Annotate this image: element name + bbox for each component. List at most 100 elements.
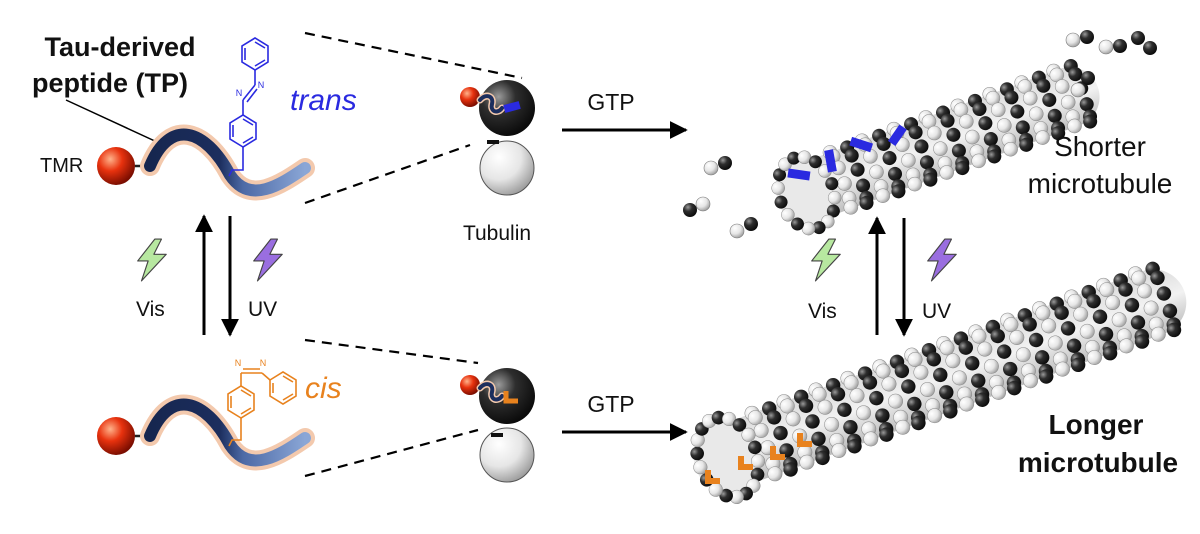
beta-tubulin-bead [965, 129, 980, 145]
beta-tubulin-bead [1137, 283, 1153, 299]
alpha-tubulin-bead [943, 404, 958, 419]
alpha-tubulin-bead [996, 344, 1012, 359]
beta-tubulin-bead [1073, 306, 1089, 322]
tp-title-line1: Tau-derived [44, 32, 195, 62]
alpha-tubulin-bead [888, 166, 903, 181]
beta-tubulin-bead [977, 341, 993, 357]
beta-tubulin-bead [1023, 373, 1038, 389]
alpha-tubulin-bead [719, 488, 733, 503]
alpha-tubulin-bead [907, 396, 922, 412]
lightning-bolt-icon [927, 238, 957, 282]
tmr-label: TMR [40, 155, 83, 177]
beta-tubulin-bead [1029, 106, 1044, 122]
beta-tubulin-bead [1118, 338, 1134, 354]
longer-microtubule [690, 261, 1187, 505]
bound-peptide [478, 94, 504, 114]
alpha-tubulin-bead [1092, 309, 1108, 324]
alpha-tubulin-bead [1070, 357, 1086, 373]
alpha-tubulin-bead [843, 419, 858, 435]
beta-tubulin-bead [881, 376, 897, 392]
beta-tubulin-bead [863, 431, 879, 447]
shorter-line2: microtubule [1028, 168, 1173, 199]
tmr-fluorophore [460, 375, 480, 395]
alpha-tubulin-bead [1007, 380, 1022, 396]
trans-marker [787, 168, 811, 181]
beta-tubulin-bead [927, 408, 943, 424]
azo-n1: N [235, 358, 242, 368]
beta-tubulin-bead [797, 150, 812, 164]
alpha-tubulin-bead [847, 439, 862, 454]
cis-marker [797, 433, 812, 447]
gtp-top: GTP [562, 89, 688, 139]
beta-tubulin-bead [827, 190, 842, 205]
beta-tubulin-bead [781, 207, 795, 222]
beta-tubulin-bead [1009, 330, 1025, 345]
beta-tubulin [479, 140, 535, 196]
trans-label: trans [290, 84, 357, 117]
beta-tubulin-bead [837, 176, 852, 191]
beta-tubulin-bead [1067, 118, 1082, 134]
alpha-tubulin-bead [914, 139, 929, 154]
alpha-tubulin-bead [859, 195, 874, 210]
alpha-tubulin-bead [1079, 97, 1094, 112]
alpha-tubulin-bead [882, 151, 897, 166]
alpha-tubulin-bead [1028, 332, 1044, 348]
beta-tubulin-bead [1079, 323, 1095, 339]
tubulin-contact [487, 140, 499, 144]
tp-title: Tau-derived peptide (TP) [32, 32, 196, 98]
alpha-tubulin-bead [1134, 334, 1150, 349]
tubulin-label: Tubulin [463, 222, 531, 245]
alpha-tubulin-bead [1004, 90, 1019, 105]
alpha-tubulin-bead [901, 379, 916, 394]
shorter-line1: Shorter [1054, 131, 1146, 162]
alpha-tubulin-bead [1051, 126, 1066, 141]
alpha-tubulin-bead [1042, 92, 1057, 107]
beta-tubulin-bead [939, 165, 954, 180]
tp-pointer-line [65, 99, 171, 149]
tmr-fluorophore [97, 147, 135, 185]
lightning-bolt-icon [253, 238, 283, 282]
alpha-tubulin-bead [711, 410, 726, 425]
alpha-tubulin-bead [879, 427, 894, 442]
alpha-tubulin-bead [783, 462, 798, 477]
alpha-tubulin-bead [748, 440, 762, 455]
alpha-tubulin-bead [1098, 326, 1114, 342]
alpha-tubulin-bead [1060, 321, 1076, 336]
beta-tubulin-bead [1055, 361, 1070, 377]
alpha-tubulin-bead [825, 177, 839, 191]
microtubule-end-ring [690, 410, 766, 505]
alpha-tubulin-bead [1068, 67, 1083, 82]
beta-tubulin-bead [856, 405, 872, 421]
beta-tubulin-bead [959, 396, 975, 412]
alpha-tubulin-bead [1034, 350, 1050, 365]
alpha-tubulin-bead [805, 414, 820, 429]
tubulin-contact [491, 433, 503, 437]
alpha-tubulin-bead [1086, 293, 1101, 309]
gtp-label-bottom: GTP [587, 391, 634, 417]
longer-line2: microtubule [1018, 447, 1178, 478]
alpha-tubulin-bead [790, 217, 804, 231]
alpha-tubulin-bead [875, 408, 890, 423]
cis-peptide: N N cis [97, 358, 342, 471]
tubulin-lattice [822, 59, 1098, 215]
alpha-tubulin-bead [940, 113, 955, 128]
alpha-tubulin-bead [812, 221, 826, 235]
right-photoswitch: Vis UV [808, 216, 957, 337]
uv-label-right: UV [922, 300, 951, 323]
tubulin-cis [460, 368, 535, 483]
alpha-tubulin-bead [811, 431, 826, 447]
alpha-tubulin-bead [774, 195, 788, 209]
beta-tubulin-bead [1086, 350, 1102, 365]
alpha-tubulin-bead [1162, 303, 1178, 319]
alpha-tubulin-bead [971, 373, 986, 388]
beta-tubulin-bead [799, 454, 815, 470]
alpha-tubulin-bead [946, 127, 961, 142]
beta-tubulin-bead [983, 358, 999, 374]
alpha-tubulin-bead [787, 151, 801, 165]
bound-peptide [478, 382, 504, 402]
alpha-tubulin-bead [939, 385, 954, 400]
beta-tubulin-bead [1111, 312, 1127, 328]
microtubule-end-ring [771, 150, 842, 236]
azo-n2: N [258, 80, 265, 90]
alpha-tubulin-bead [1038, 369, 1054, 384]
